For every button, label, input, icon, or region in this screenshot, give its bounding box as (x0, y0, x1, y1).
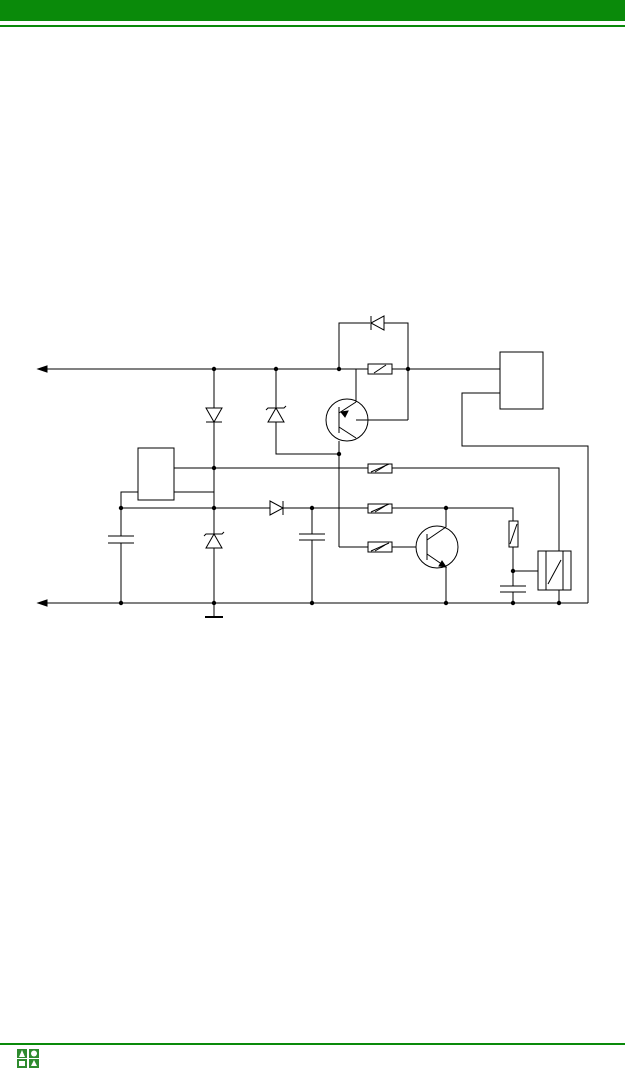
upper-resistor (367, 463, 393, 474)
series-diode (269, 500, 368, 516)
zener-diode-2 (203, 531, 225, 603)
circuit-diagram (36, 315, 589, 618)
pnp-transistor (325, 369, 409, 547)
header-rule (0, 25, 625, 27)
base-resistor (367, 503, 393, 514)
timing-capacitor (500, 585, 526, 603)
junction-dots (118, 366, 562, 606)
power-input-line (36, 365, 500, 373)
relay-block (537, 550, 572, 591)
regulator-block (137, 447, 175, 501)
load-block (499, 351, 544, 410)
filter-capacitor (299, 508, 325, 603)
ground-symbol (205, 603, 223, 618)
npn-transistor (415, 508, 459, 603)
zener-diode (265, 369, 339, 455)
rectifier-diode (205, 369, 223, 536)
footer-rule (0, 1043, 625, 1045)
shunt-resistor (367, 363, 393, 375)
timing-resistor (508, 520, 519, 586)
header-bar (0, 0, 625, 21)
lower-resistor (339, 541, 427, 553)
feedback-diode (338, 315, 409, 369)
input-capacitor (108, 508, 134, 603)
campus-logo-icon (15, 1048, 42, 1069)
